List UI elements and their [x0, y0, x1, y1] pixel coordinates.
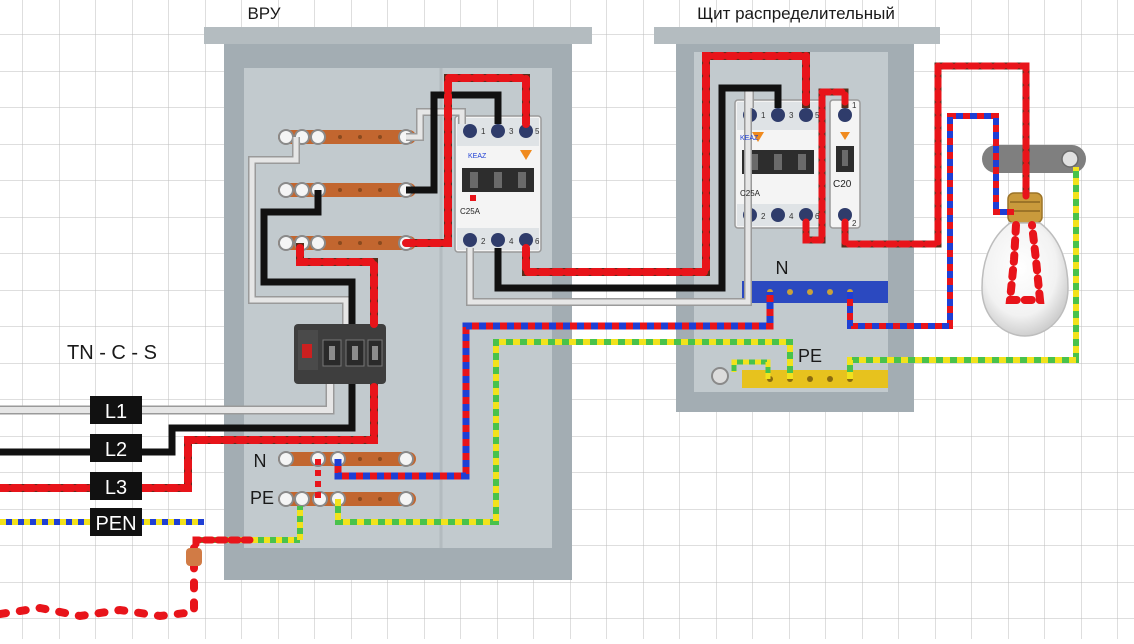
wire-tag-pen: PEN	[95, 513, 136, 535]
dist-term-top-5: 5	[815, 111, 820, 120]
wire-connector	[186, 548, 202, 566]
main-term-top-3: 3	[509, 127, 514, 136]
circuit-breaker-icon	[829, 99, 861, 229]
main-term-bot-2: 2	[481, 237, 486, 246]
pe-bar	[742, 370, 888, 388]
main-term-bot-4: 4	[509, 237, 514, 246]
single-term-top: 1	[852, 101, 857, 110]
dist-term-bot-2: 2	[761, 212, 766, 221]
main-term-top-1: 1	[481, 127, 486, 136]
dist-term-top-1: 1	[761, 111, 766, 120]
distribution-panel-title: Щит распределительный	[697, 4, 895, 23]
light-bulb-icon	[981, 145, 1086, 337]
dist-breaker-brand: KEAZ	[740, 135, 759, 142]
terminal-numbers: 1 3 5 2 4 6 1 3 5 2 4 6 1 2	[481, 101, 857, 246]
dist-term-bot-6: 6	[815, 212, 820, 221]
wire-tag-group: L1 L2 L3 PEN	[90, 396, 142, 536]
main-n-label: N	[254, 451, 267, 471]
single-term-bot: 2	[852, 219, 857, 228]
main-pe-label: PE	[250, 488, 274, 508]
wire-tag-l1: L1	[105, 401, 127, 423]
circuit-breaker-icon	[454, 115, 542, 253]
bulb-filament	[1005, 221, 1045, 304]
main-term-bot-6: 6	[535, 237, 540, 246]
single-breaker-rating: C20	[833, 179, 852, 190]
wire-tag-l2: L2	[105, 439, 127, 461]
busbar-group	[278, 129, 416, 507]
dist-term-top-3: 3	[789, 111, 794, 120]
system-label: TN - C - S	[67, 342, 157, 364]
dist-pe-label: PE	[798, 346, 822, 366]
dist-term-bot-4: 4	[789, 212, 794, 221]
dist-n-label: N	[776, 258, 789, 278]
main-breaker-rating: C25A	[460, 207, 481, 216]
main-panel-title: ВРУ	[247, 4, 280, 23]
main-breaker-brand: KEAZ	[468, 153, 487, 160]
neutral-bar	[742, 281, 888, 303]
main-term-top-5: 5	[535, 127, 540, 136]
wire-tag-l3: L3	[105, 477, 127, 499]
switch-disconnector-icon	[294, 324, 386, 384]
dist-breaker-rating: C25A	[740, 189, 761, 198]
